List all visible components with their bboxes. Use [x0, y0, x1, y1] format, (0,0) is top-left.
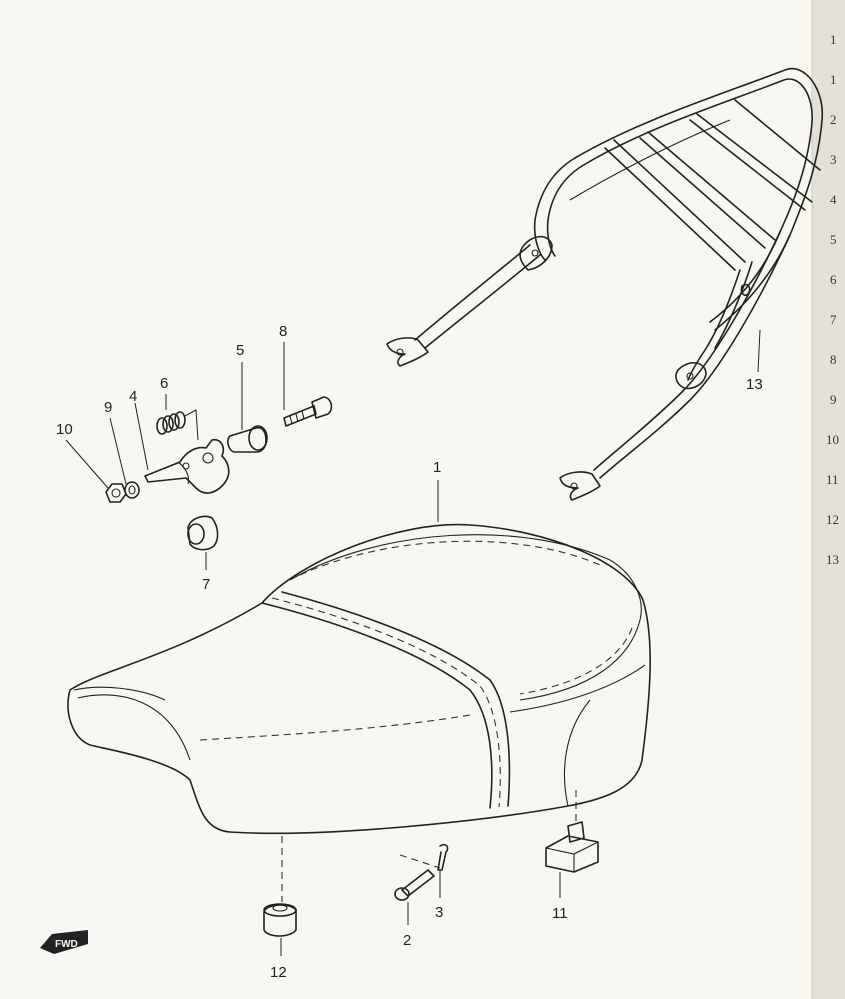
fwd-arrow: FWD: [40, 930, 88, 954]
pin-axis-line: [399, 854, 441, 869]
callout-3: 3: [435, 904, 443, 921]
carrier-rack-part: [386, 67, 824, 501]
nut-part: [105, 483, 127, 503]
spring-part: [156, 409, 199, 441]
side-index-1: 1: [830, 72, 837, 87]
seat-part: [67, 523, 651, 835]
cotter-pin-part: [437, 843, 449, 871]
callout-8: 8: [279, 323, 287, 340]
hinge-bracket-part: [144, 438, 230, 494]
callout-2: 2: [403, 932, 411, 949]
leader-10: [65, 439, 109, 489]
leader-13: [757, 329, 761, 373]
fwd-label: FWD: [55, 939, 78, 950]
callout-1: 1: [433, 459, 441, 476]
callout-10: 10: [56, 421, 73, 438]
callout-6: 6: [160, 375, 168, 392]
side-index-12: 12: [826, 512, 839, 527]
side-index-9: 9: [830, 392, 837, 407]
side-index-4: 4: [830, 192, 837, 207]
side-index-5: 5: [830, 232, 837, 247]
side-index-10: 10: [826, 432, 839, 447]
washer-part: [124, 481, 140, 499]
callout-12: 12: [270, 964, 287, 981]
hinge-pin-part: [227, 425, 268, 453]
adjacent-page-shadow: [812, 0, 845, 999]
side-index-13: 13: [826, 552, 839, 567]
callout-7: 7: [202, 576, 210, 593]
side-index-3: 3: [830, 152, 837, 167]
side-index-8: 8: [830, 352, 837, 367]
side-index-7: 7: [830, 312, 837, 327]
callout-13: 13: [746, 376, 763, 393]
callout-5: 5: [236, 342, 244, 359]
callout-11: 11: [552, 905, 568, 922]
side-index-0: 1: [830, 32, 837, 47]
side-index-6: 6: [830, 272, 837, 287]
callout-9: 9: [104, 399, 112, 416]
leader-9: [109, 417, 127, 485]
leader-4: [134, 402, 149, 471]
cushion-part: [187, 515, 219, 551]
fwd-arrow-shape: [40, 930, 88, 954]
rubber-foot-part: [263, 903, 297, 937]
clevis-pin-part: [394, 869, 435, 901]
side-index-2: 2: [830, 112, 837, 127]
side-index-11: 11: [826, 472, 839, 487]
side-index-column: 1 1 2 3 4 5 6 7 8 9 10 11 12 13: [826, 32, 839, 567]
bolt-part: [283, 396, 333, 427]
block-cushion-part: [545, 821, 599, 873]
callout-4: 4: [129, 388, 137, 405]
